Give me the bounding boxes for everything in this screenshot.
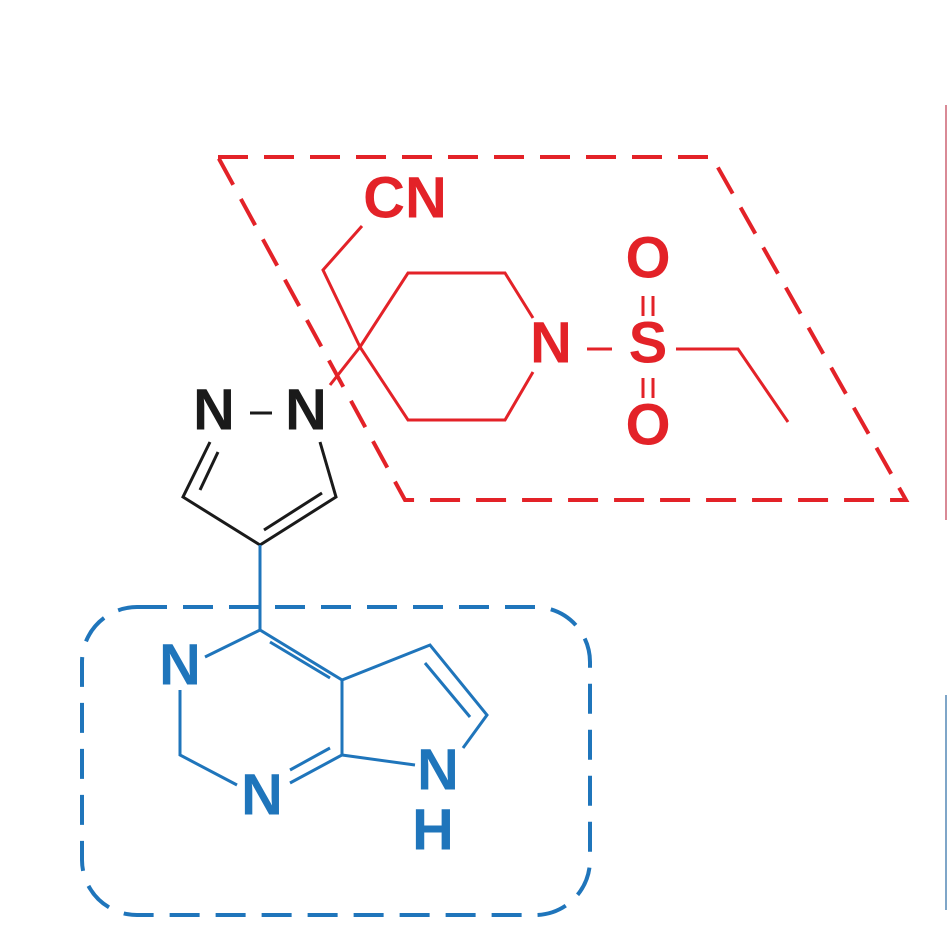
sulfur-label: S — [629, 311, 668, 376]
oxygen-top-label: O — [625, 226, 670, 291]
pyrrole-n-label: N — [417, 738, 459, 803]
pyrrolopyrimidine-bonds — [178, 545, 489, 787]
piperidine-n-label: N — [530, 311, 572, 376]
side-chain-highlight-box — [214, 155, 910, 502]
side-chain-bonds — [321, 225, 790, 423]
pyrazole-n1-label: N — [285, 378, 327, 443]
pyrrole-h-label: H — [412, 798, 454, 863]
pyrimidine-n1-label: N — [241, 763, 283, 828]
pyrimidine-n3-label: N — [159, 633, 201, 698]
hinge-binder-highlight-box — [80, 605, 592, 917]
oxygen-bottom-label: O — [625, 393, 670, 458]
pyrazole-n2-label: N — [193, 378, 235, 443]
cyano-label: CN — [363, 166, 447, 231]
